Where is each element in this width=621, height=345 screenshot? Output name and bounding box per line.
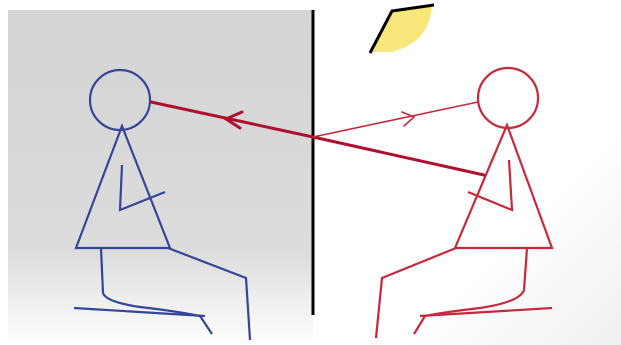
dark-room-background	[8, 10, 313, 345]
lit-room-background	[313, 40, 621, 345]
